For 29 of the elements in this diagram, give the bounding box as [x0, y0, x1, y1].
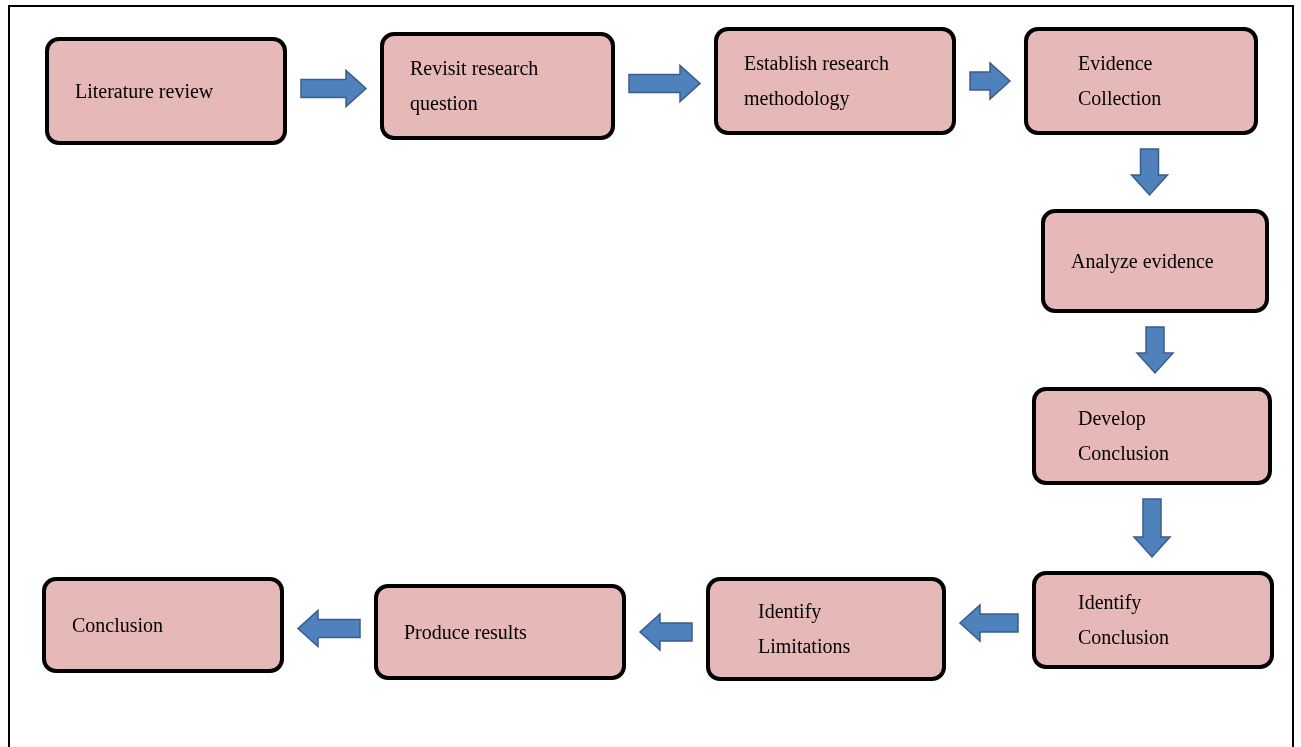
- step-label: Analyze evidence: [1071, 248, 1215, 275]
- step-label: Identify Conclusion: [1078, 590, 1171, 650]
- step-label: Develop Conclusion: [1078, 406, 1171, 466]
- block-arrow: [628, 63, 702, 104]
- process-box: [380, 32, 615, 140]
- block-arrow: [1129, 148, 1170, 197]
- step-label: Revisit research question: [410, 56, 540, 117]
- step-label: Produce results: [404, 619, 528, 645]
- process-box: [1032, 571, 1274, 669]
- process-box: [1024, 27, 1258, 135]
- step-label: Conclusion: [72, 612, 165, 638]
- step-label: Evidence Collection: [1078, 51, 1163, 111]
- process-box: [42, 577, 284, 673]
- step-label: Identify Limitations: [758, 599, 852, 659]
- process-box: [45, 37, 287, 145]
- step-label: Establish research methodology: [744, 51, 890, 112]
- block-arrow: [969, 61, 1012, 101]
- block-arrow: [638, 612, 693, 652]
- block-arrow: [1135, 326, 1175, 375]
- step-label: Literature review: [75, 78, 215, 104]
- process-box: [714, 27, 956, 135]
- process-box: [374, 584, 626, 680]
- process-box: [1041, 209, 1269, 313]
- block-arrow: [958, 603, 1019, 643]
- process-box: [1032, 387, 1272, 485]
- process-box: [706, 577, 946, 681]
- block-arrow: [296, 608, 361, 649]
- block-arrow: [1132, 498, 1172, 559]
- block-arrow: [300, 68, 368, 109]
